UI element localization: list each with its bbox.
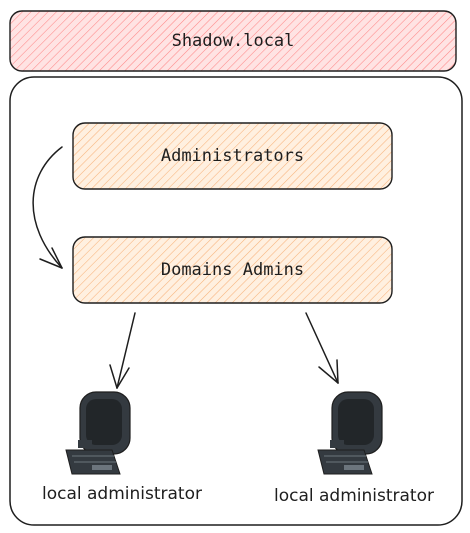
administrators-label: Administrators — [160, 146, 305, 166]
domain-container — [9, 76, 463, 526]
domain-admins-group-box — [72, 236, 393, 304]
computer-label-left: local administrator — [42, 484, 202, 504]
computer-icon — [317, 391, 383, 475]
domain-admins-label: Domains Admins — [160, 260, 305, 280]
computer-label-right: local administrator — [274, 486, 434, 506]
domain-title: Shadow.local — [171, 31, 295, 51]
administrators-group-box — [72, 122, 393, 190]
arrow-admins-to-domain-admins — [32, 146, 63, 269]
computer-icon — [65, 391, 131, 475]
arrow-to-left-computer — [109, 312, 136, 389]
domain-header-box — [9, 10, 457, 72]
arrow-to-right-computer — [305, 312, 339, 384]
